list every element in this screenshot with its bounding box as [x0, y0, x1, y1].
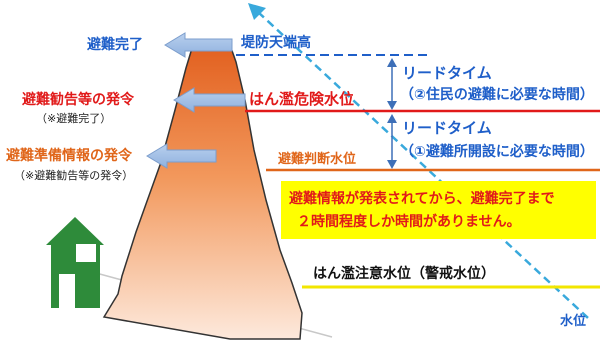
- left-arrow-icon: [164, 32, 233, 58]
- levee-shape: [102, 44, 303, 340]
- evac-complete-label: 避難完了: [87, 37, 143, 53]
- evac-advisory-label: 避難勧告等の発令: [22, 92, 134, 108]
- evac-advisory-note: （※避難完了）: [36, 112, 112, 125]
- left-arrow-icon: [146, 143, 217, 169]
- evac-prep-note: （※避難勧告等の発令）: [14, 169, 134, 182]
- left-arrow-icon: [173, 87, 246, 113]
- danger-level-label: はん濫危険水位: [249, 90, 355, 108]
- water-level-label: 水位: [560, 314, 587, 329]
- lead-time-title: リードタイム: [402, 119, 492, 137]
- caution-level-label: はん濫注意水位（警戒水位）: [313, 266, 495, 282]
- double-arrow-icon: [387, 114, 397, 169]
- notice-line: ２時間程度しか時間がありません。: [297, 214, 521, 230]
- notice-line: 避難情報が発表されてから、避難完了まで: [289, 191, 555, 207]
- lead-time-detail: （②住民の避難に必要な時間）: [400, 87, 594, 103]
- levee-top-label: 堤防天端高: [241, 35, 311, 51]
- evac-prep-label: 避難準備情報の発令: [6, 148, 132, 164]
- lead-time-detail: （①避難所開設に必要な時間）: [400, 144, 594, 160]
- lead-time-title: リードタイム: [402, 64, 492, 82]
- double-arrow-icon: [387, 58, 397, 110]
- house-icon: [46, 217, 104, 308]
- judgement-level-label: 避難判断水位: [278, 152, 357, 167]
- water-trend-line: [257, 11, 589, 319]
- notice-box: 避難情報が発表されてから、避難完了まで ２時間程度しか時間がありません。: [281, 181, 596, 239]
- water-trend-arrowhead: [248, 3, 266, 20]
